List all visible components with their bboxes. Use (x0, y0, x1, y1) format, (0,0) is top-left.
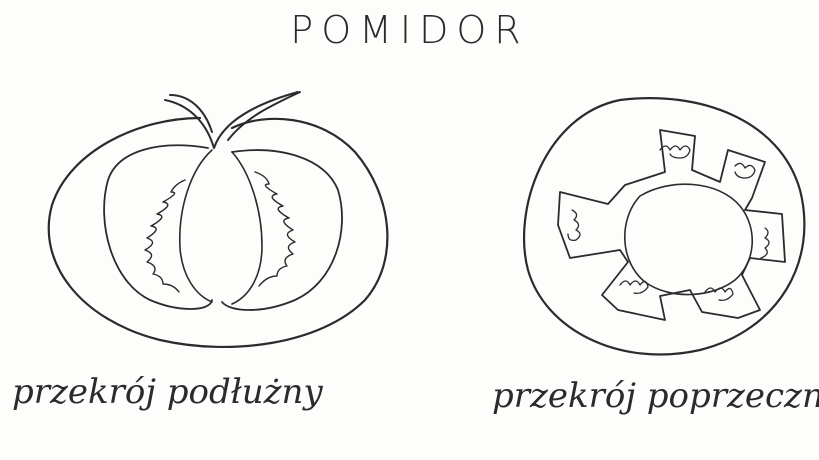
cross-core (625, 184, 752, 294)
label-cross-section: przekrój poprzeczny (492, 376, 819, 416)
label-longitudinal-section: przekrój podłużny (12, 372, 323, 412)
